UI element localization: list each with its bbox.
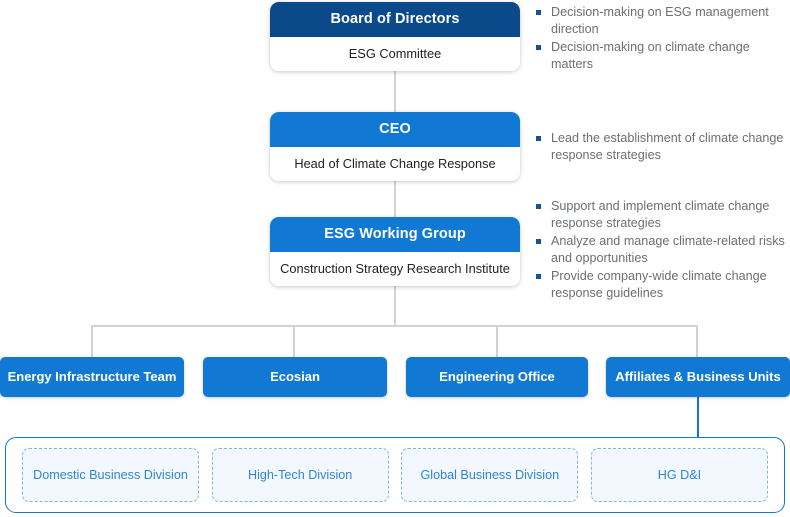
connector-branch-0 (91, 325, 93, 357)
bullet-square-icon (536, 274, 541, 279)
bullet-square-icon (536, 45, 541, 50)
note-item: Decision-making on ESG management direct… (534, 4, 790, 37)
card-body-ceo: Head of Climate Change Response (270, 147, 520, 181)
affiliate-box-global-business-division[interactable]: Global Business Division (401, 448, 579, 502)
note-text: Analyze and manage climate-related risks… (551, 234, 785, 265)
connector-board-to-ceo (394, 71, 396, 112)
connector-ceo-to-esg (394, 181, 396, 217)
card-header-board: Board of Directors (270, 2, 520, 37)
note-text: Decision-making on climate change matter… (551, 40, 750, 71)
note-text: Lead the establishment of climate change… (551, 131, 784, 162)
note-group-esg: Support and implement climate change res… (534, 198, 790, 303)
connector-horizontal-bus (91, 325, 698, 327)
team-box-ecosian[interactable]: Ecosian (203, 357, 387, 397)
connector-esg-down (394, 286, 396, 326)
connector-branch-3 (696, 325, 698, 357)
note-group-ceo: Lead the establishment of climate change… (534, 130, 790, 165)
note-text: Provide company-wide climate change resp… (551, 269, 767, 300)
affiliate-box-hg-dni[interactable]: HG D&I (590, 448, 768, 502)
note-item: Support and implement climate change res… (534, 198, 790, 231)
note-text: Decision-making on ESG management direct… (551, 5, 769, 36)
bullet-square-icon (536, 10, 541, 15)
connector-branch-2 (496, 325, 498, 357)
card-ceo[interactable]: CEO Head of Climate Change Response (270, 112, 520, 181)
team-box-affiliates-business-units[interactable]: Affiliates & Business Units (606, 357, 790, 397)
affiliate-box-high-tech-division[interactable]: High-Tech Division (211, 448, 389, 502)
note-text: Support and implement climate change res… (551, 199, 770, 230)
card-body-board: ESG Committee (270, 37, 520, 71)
note-item: Provide company-wide climate change resp… (534, 268, 790, 301)
team-box-energy-infrastructure[interactable]: Energy Infrastructure Team (0, 357, 184, 397)
affiliates-container: Domestic Business Division High-Tech Div… (5, 437, 785, 513)
bullet-square-icon (536, 204, 541, 209)
card-esg-working-group[interactable]: ESG Working Group Construction Strategy … (270, 217, 520, 286)
card-header-esg: ESG Working Group (270, 217, 520, 252)
card-body-esg: Construction Strategy Research Institute (270, 252, 520, 286)
bullet-square-icon (536, 239, 541, 244)
card-board-of-directors[interactable]: Board of Directors ESG Committee (270, 2, 520, 71)
note-item: Lead the establishment of climate change… (534, 130, 790, 163)
bullet-square-icon (536, 136, 541, 141)
connector-branch-1 (293, 325, 295, 357)
team-box-engineering-office[interactable]: Engineering Office (406, 357, 588, 397)
note-item: Analyze and manage climate-related risks… (534, 233, 790, 266)
card-header-ceo: CEO (270, 112, 520, 147)
note-group-board: Decision-making on ESG management direct… (534, 4, 790, 74)
note-item: Decision-making on climate change matter… (534, 39, 790, 72)
affiliate-box-domestic-business-division[interactable]: Domestic Business Division (22, 448, 199, 502)
connector-affiliates-down (697, 397, 699, 438)
